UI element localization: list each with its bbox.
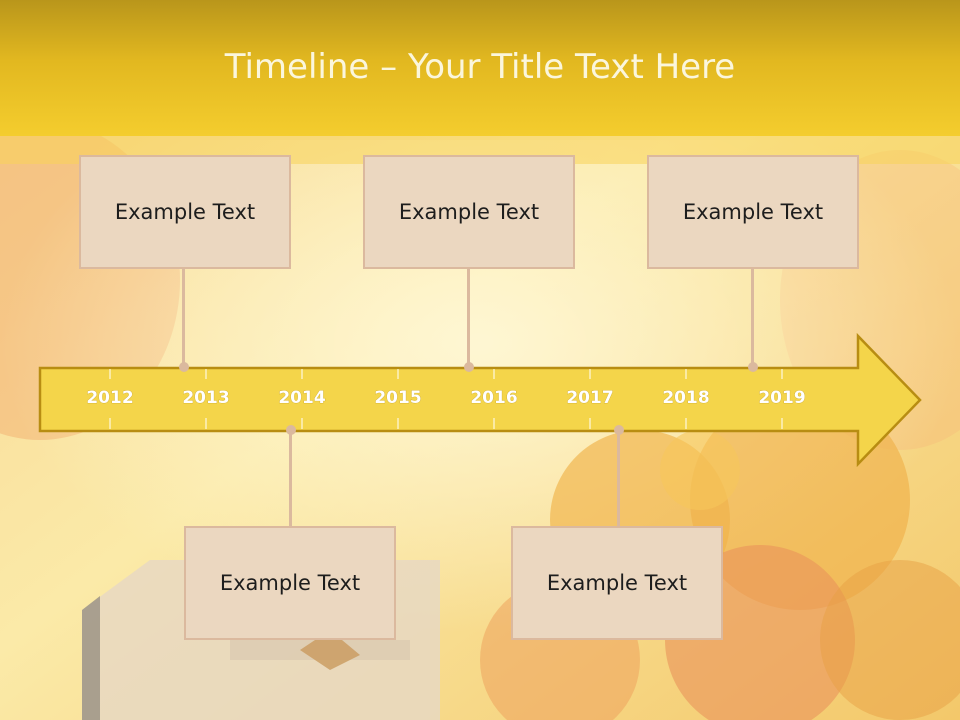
timeline-year-label: 2018 (662, 388, 709, 408)
title-bar (0, 0, 960, 136)
timeline-year-label: 2012 (86, 388, 133, 408)
connector-top-2 (467, 268, 470, 368)
connector-top-1 (182, 268, 185, 368)
timeline-year-label: 2015 (374, 388, 421, 408)
event-text: Example Text (398, 200, 540, 224)
event-box-top-3: Example Text (647, 155, 859, 269)
event-box-top-2: Example Text (363, 155, 575, 269)
connector-bottom-1 (289, 431, 292, 527)
timeline-year-label: 2016 (470, 388, 517, 408)
event-text: Example Text (546, 571, 688, 595)
timeline-arrow (38, 332, 922, 468)
connector-dot-top-2 (464, 362, 474, 372)
event-text: Example Text (682, 200, 824, 224)
timeline-year-labels: 2012 2013 2014 2015 2016 2017 2018 2019 (86, 388, 806, 409)
timeline-year-label: 2017 (566, 388, 613, 408)
slide-title: Timeline – Your Title Text Here (224, 47, 736, 87)
timeline-ticks (109, 369, 783, 429)
event-text: Example Text (114, 200, 256, 224)
timeline-year-label: 2019 (758, 388, 805, 408)
connector-dot-bottom-2 (614, 425, 624, 435)
event-text: Example Text (219, 571, 361, 595)
timeline-year-label: 2014 (278, 388, 325, 408)
event-box-top-1: Example Text (79, 155, 291, 269)
connector-top-3 (751, 268, 754, 368)
connector-dot-top-3 (748, 362, 758, 372)
event-box-bottom-1: Example Text (184, 526, 396, 640)
event-box-bottom-2: Example Text (511, 526, 723, 640)
connector-bottom-2 (617, 431, 620, 527)
connector-dot-bottom-1 (286, 425, 296, 435)
connector-dot-top-1 (179, 362, 189, 372)
timeline-year-label: 2013 (182, 388, 229, 408)
